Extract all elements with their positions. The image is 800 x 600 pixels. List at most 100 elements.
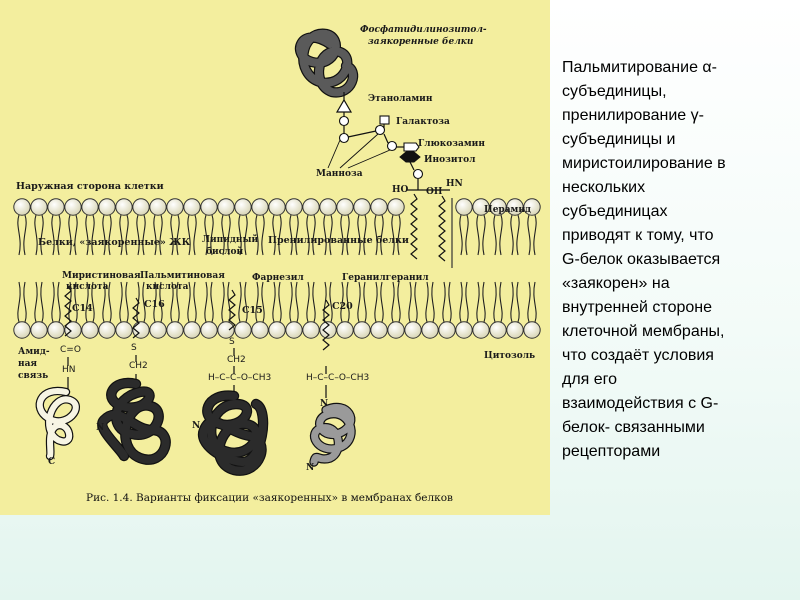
lipid-tail [51,281,55,323]
lipid-tail [323,281,327,323]
lipid-tail [170,214,174,256]
lipid-head [455,198,473,216]
gpi-anchor-chain [295,28,450,262]
label-ch2-farn: CH2 [227,355,246,365]
mannose-pointer [327,139,341,169]
label-ester-geran: H–C–C–O–CH3 [306,373,370,383]
inositol-hexagon [399,151,421,163]
lipid-tail [272,214,276,256]
lipid-head [166,198,184,216]
lipid-tail [102,214,106,256]
lipid-tail [125,214,129,256]
lipid-tail [289,281,293,323]
lipid-tail [527,281,531,323]
label-gpi-title-2: заякоренные белки [368,37,474,47]
lipid-tail [363,214,367,256]
lipid-tail [221,281,225,323]
lipid-tail [204,281,208,323]
lipid-tail [23,281,27,323]
lipid-head [489,321,507,339]
lipid-tail [346,281,350,323]
lipid-tail [34,281,38,323]
label-c16: C16 [144,299,165,310]
mannose-circle [338,132,350,144]
lipid-head [370,198,388,216]
lipid-tail [176,281,180,323]
geranylgeranyl-chain [322,299,330,351]
label-cytosol: Цитозоль [484,351,536,361]
label-amide-3: связь [18,371,49,381]
lipid-tail [391,214,395,256]
lipid-head [183,321,201,339]
label-palmitic-1: Пальмитиновая [140,271,225,281]
lipid-tail [227,214,231,256]
lipid-tail [312,214,316,256]
lipid-head [336,321,354,339]
explanation-line: приводят к тому, что [562,227,714,244]
label-farnesyl: Фарнезил [252,273,304,283]
label-outer-side: Наружная сторона клетки [16,181,164,192]
lipid-head [506,321,524,339]
membrane-anchoring-figure: Фосфатидилинозитол- заякоренные белки Эт… [0,0,550,515]
lipid-tail [255,214,259,256]
phosphate-circle [412,168,424,180]
lipid-tail [459,281,463,323]
lipid-tail [374,214,378,256]
mannose-pointer [347,149,391,169]
label-c14: C14 [72,303,93,314]
lipid-tail [516,281,520,323]
lipid-head [47,321,65,339]
lipid-tail [476,214,480,256]
lipid-tail [340,281,344,323]
figure-drawing [13,28,541,476]
label-galactose: Галактоза [396,117,450,127]
myristoylated-protein [36,388,79,459]
gpi-lipid-chain [438,195,446,262]
geranylgeranylated-protein [310,404,355,466]
gpi-link [409,161,415,171]
lipid-tail [68,214,72,256]
label-myristic-1: Миристиновая [62,271,141,281]
lipid-tail [255,281,259,323]
lipid-tail [159,214,163,256]
lipid-tail [329,281,333,323]
label-lipid-2: бислой [206,247,244,257]
lipid-tail [85,214,89,256]
label-lipid-1: Липидный [202,235,259,245]
lipid-head [115,198,133,216]
explanation-line: нескольких [562,179,646,196]
lipid-tail [323,214,327,256]
lipid-tail [476,281,480,323]
label-ethanolamine: Этаноламин [368,94,433,104]
lipid-tail [153,281,157,323]
label-anchored-fa-proteins: Белки, «заякоренные» ЖК [38,237,191,248]
label-s-farn: S [229,337,235,347]
lipid-tail [510,281,514,323]
lipid-tail [261,281,265,323]
anchored-proteins [35,285,356,476]
lipid-head [285,198,303,216]
lipid-tail [193,214,197,256]
explanation-line: «заякорен» на [562,275,670,292]
label-n-palm: N [96,423,105,433]
lipid-tail [499,214,503,256]
label-n-geran: N [306,463,315,473]
label-amide-1: Амид- [18,347,50,357]
lipid-head [200,321,218,339]
gpi-anchored-protein [296,29,357,97]
mannose-pointer [339,133,379,169]
lipid-tail [227,281,231,323]
lipid-head [387,321,405,339]
lipid-tail [204,214,208,256]
lipid-tail [278,281,282,323]
myristoyl-chain [64,285,72,337]
lipid-head [132,198,150,216]
lipid-head [319,321,337,339]
explanation-line: субъединицы и [562,131,676,148]
lipid-head [268,321,286,339]
label-n-geran-top: N [320,399,329,409]
explanation-line: субъединицах [562,203,668,220]
lipid-tail [34,214,38,256]
lipid-head [285,321,303,339]
palmitoylated-protein [98,379,170,464]
